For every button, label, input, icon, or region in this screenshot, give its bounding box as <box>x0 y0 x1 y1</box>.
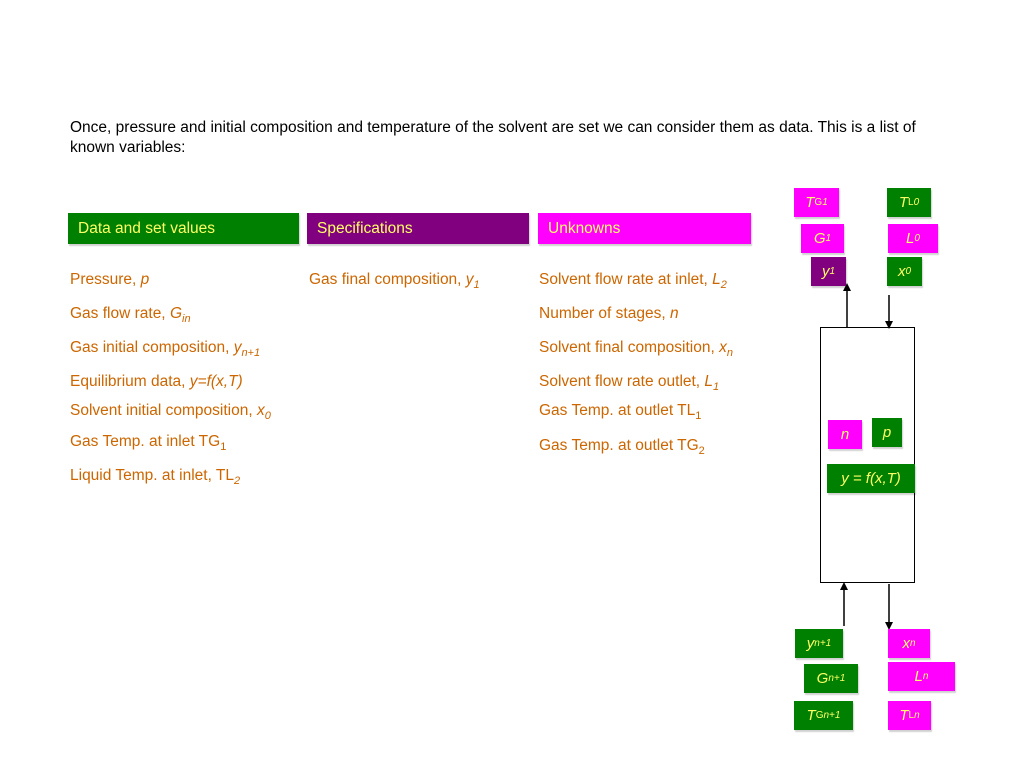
unknown-item-gas-temp-outlet-tg: Gas Temp. at outlet TG2 <box>539 437 705 458</box>
intro-paragraph: Once, pressure and initial composition a… <box>70 119 916 156</box>
data-item-solvent-initial-composition: Solvent initial composition, x0 <box>70 402 271 423</box>
data-item-pressure: Pressure, p <box>70 271 150 288</box>
data-item-gas-flow-rate: Gas flow rate, Gin <box>70 305 191 326</box>
unknown-item-number-of-stages: Number of stages, n <box>539 305 679 322</box>
unknown-item-solvent-flow-inlet: Solvent flow rate at inlet, L2 <box>539 271 727 292</box>
spec-item-gas-final-composition: Gas final composition, y1 <box>309 271 480 292</box>
unknown-item-solvent-flow-outlet: Solvent flow rate outlet, L1 <box>539 373 720 394</box>
label-n: n <box>828 420 862 449</box>
header-data-and-set-values: Data and set values <box>68 213 299 244</box>
header-unknowns: Unknowns <box>538 213 751 244</box>
label-equilibrium: y = f(x,T) <box>827 464 915 493</box>
data-item-gas-initial-composition: Gas initial composition, yn+1 <box>70 339 261 360</box>
data-item-equilibrium-data: Equilibrium data, y=f(x,T) <box>70 373 243 390</box>
absorption-column <box>820 327 915 583</box>
unknown-item-solvent-final-composition: Solvent final composition, xn <box>539 339 733 360</box>
data-item-liquid-temp-inlet: Liquid Temp. at inlet, TL2 <box>70 467 241 488</box>
header-specifications: Specifications <box>307 213 529 244</box>
unknown-item-gas-temp-outlet-tl: Gas Temp. at outlet TL1 <box>539 402 702 423</box>
label-p: p <box>872 418 902 447</box>
data-item-gas-temp-inlet: Gas Temp. at inlet TG1 <box>70 433 227 454</box>
